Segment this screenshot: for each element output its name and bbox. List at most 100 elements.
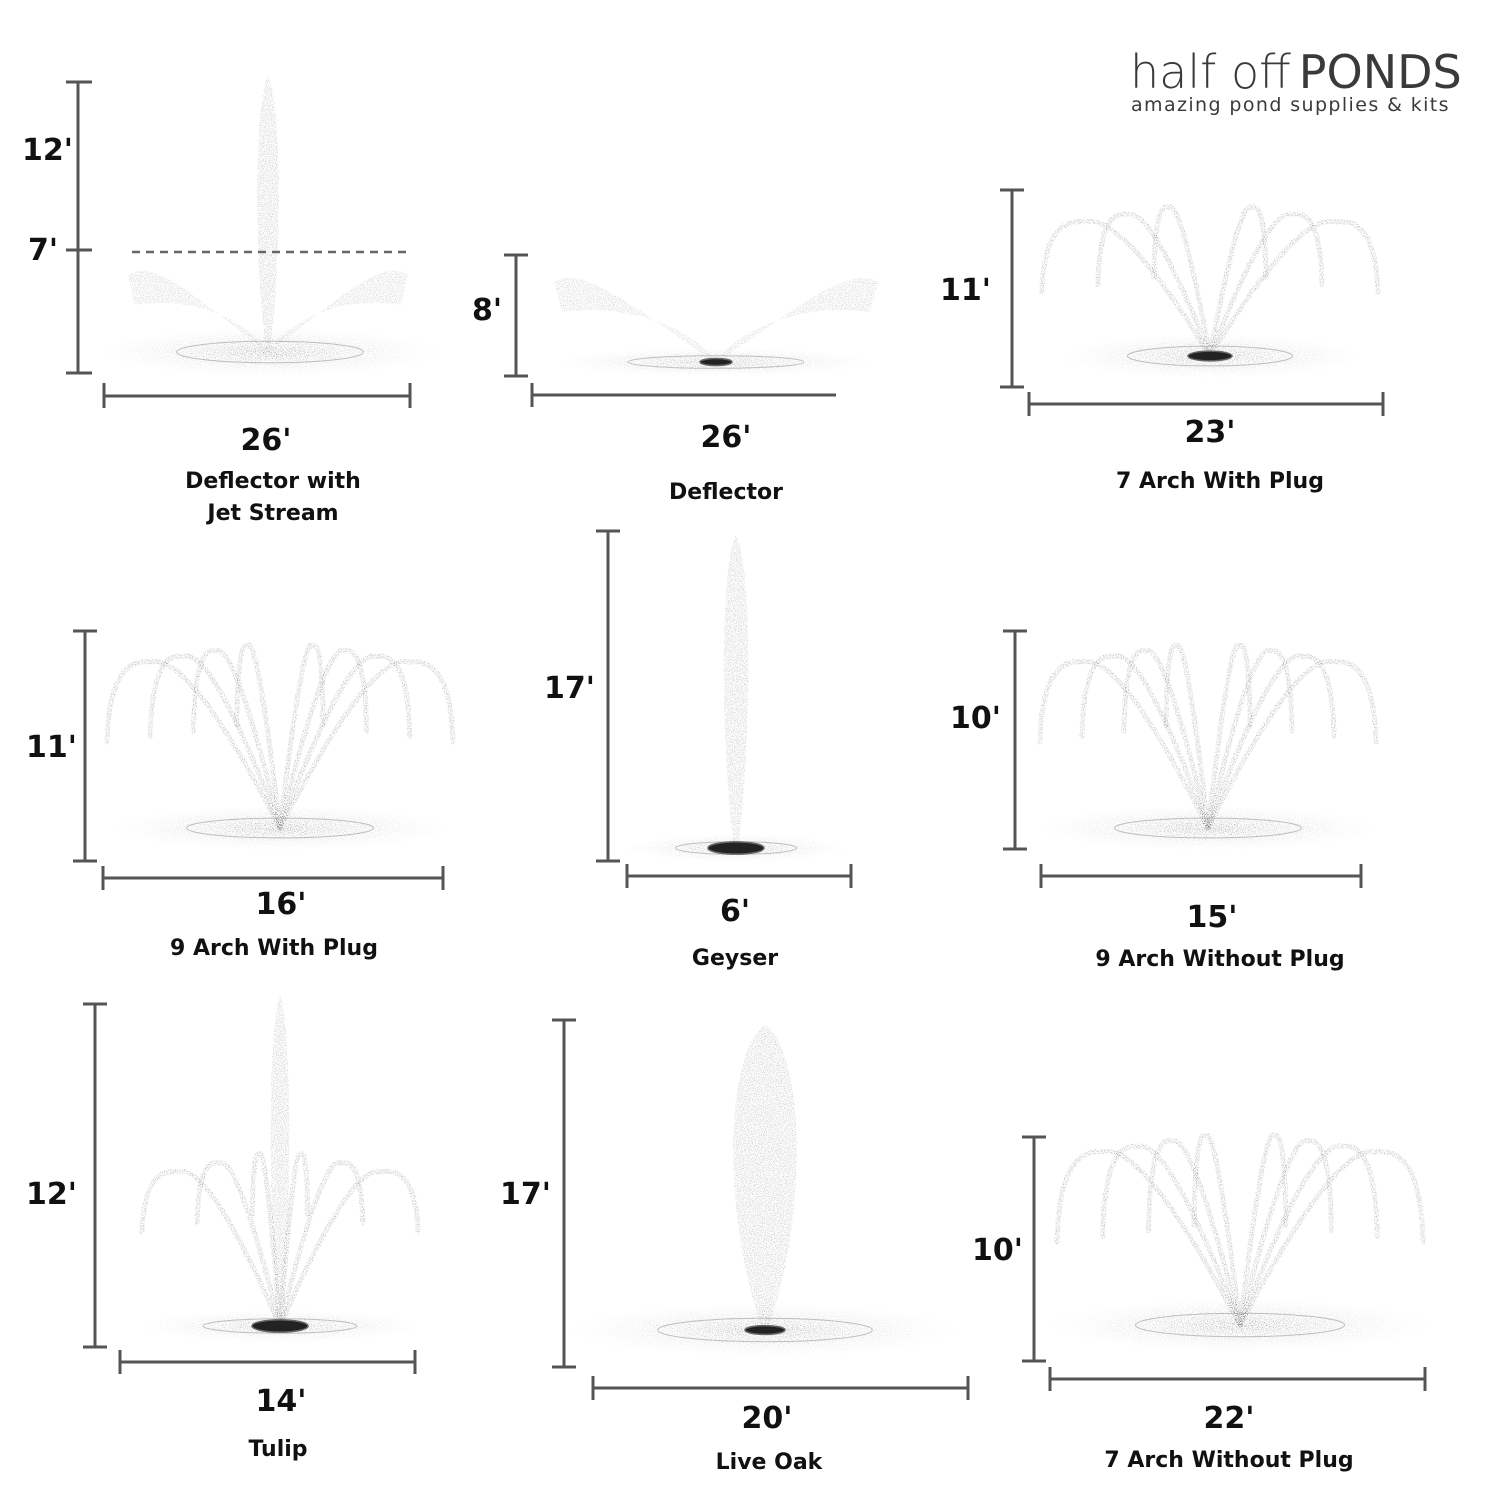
spray-arch-shape (1237, 1138, 1334, 1328)
pattern-name: Geyser (692, 946, 778, 971)
secondary-height-label: 7' (28, 233, 58, 268)
spray-arch-shape (1205, 642, 1253, 831)
spray-arch-shape (1054, 1149, 1243, 1328)
spray-arch-shape (1237, 1143, 1380, 1328)
height-dimension: 10' (950, 629, 1027, 851)
width-label: 15' (1187, 900, 1238, 935)
spray-arch-shape (139, 1168, 283, 1329)
width-label: 26' (241, 423, 292, 458)
width-label: 23' (1185, 415, 1236, 450)
spray-jet-shape (257, 75, 279, 352)
spray-arch-shape (277, 648, 369, 831)
pattern-name: 7 Arch With Plug (1116, 469, 1324, 494)
height-dimension: 11' (940, 188, 1024, 389)
spray-jet-shape (723, 535, 749, 848)
spray-arch-shape (1207, 218, 1381, 359)
pattern-name-line-2: Jet Stream (205, 501, 338, 526)
spray-arch-shape (234, 642, 283, 831)
spray-arch-shape (1037, 658, 1211, 831)
width-dimension: 15' (1039, 864, 1363, 935)
spray-arch-shape (191, 648, 283, 831)
spray-illustration (1039, 196, 1381, 378)
spray-arch-shape (1205, 658, 1379, 831)
height-dimension: 8' (472, 253, 528, 378)
width-dimension: 23' (1027, 392, 1385, 450)
spray-illustration (570, 1025, 960, 1356)
fountain-card-arch9-noplug: 10' 15' 9 Arch Without Plug (950, 629, 1379, 972)
height-dimension: 12' (26, 1002, 107, 1349)
water-ripple-shape (627, 355, 805, 369)
spray-arch-shape (277, 642, 326, 831)
fountain-card-deflector: 8' 26' Deflector (472, 253, 878, 505)
pattern-name: Deflector (669, 480, 783, 505)
pattern-name: Live Oak (716, 1450, 824, 1475)
nozzle-shape (251, 1319, 309, 1333)
spray-illustration (104, 637, 456, 850)
width-label: 14' (256, 1384, 307, 1419)
width-dimension: 6' (625, 864, 853, 929)
spray-arch-shape (1191, 1132, 1243, 1328)
height-label: 8' (472, 293, 502, 328)
spray-arch-shape (1121, 648, 1211, 831)
height-dimension: 17' (500, 1018, 576, 1369)
nozzle-shape (707, 841, 765, 855)
width-label: 6' (720, 894, 750, 929)
pattern-name: Tulip (248, 1437, 307, 1462)
spray-arch-shape (194, 1160, 283, 1329)
fountain-card-arch7-plug: 11' 23' 7 Arch With Plug (940, 188, 1385, 494)
spray-arch-shape (147, 653, 283, 831)
spray-arch-shape (277, 658, 456, 831)
width-dimension: 22' (1048, 1367, 1427, 1436)
height-dimension: 10' (972, 1135, 1046, 1363)
height-label: 10' (950, 701, 1001, 736)
width-dimension: 14' (118, 1350, 417, 1419)
fountain-card-tulip: 12' 14' Tulip (26, 995, 421, 1462)
width-dimension: 26' (530, 383, 836, 455)
spray-arch-shape (277, 1168, 421, 1329)
spray-fan-shape (128, 270, 408, 352)
fountain-card-geyser: 17' 6' Geyser (544, 529, 853, 971)
spray-illustration (139, 995, 421, 1342)
nozzle-shape (1187, 350, 1233, 362)
spray-arch-shape (1163, 642, 1211, 831)
spray-arch-shape (1205, 653, 1337, 831)
fountain-card-arch9-plug: 11' 16' 9 Arch With Plug (26, 629, 456, 961)
height-label: 17' (500, 1177, 551, 1212)
height-label: 11' (940, 273, 991, 308)
spray-illustration (1037, 637, 1379, 850)
spray-arch-shape (1207, 211, 1325, 359)
width-dimension: 26' (102, 383, 412, 458)
spray-jet-shape (270, 995, 290, 1326)
width-label: 20' (742, 1401, 793, 1436)
fountain-card-live-oak: 17' 20' Live Oak (500, 1018, 970, 1475)
spray-illustration (626, 535, 846, 862)
brand-tagline: amazing pond supplies & kits (1131, 94, 1450, 116)
spray-arch-shape (1079, 653, 1211, 831)
width-label: 22' (1204, 1401, 1255, 1436)
height-dimension: 17' (544, 529, 620, 863)
spray-arch-shape (1095, 211, 1213, 359)
pattern-name-line-1: Deflector with (185, 469, 361, 494)
height-label: 11' (26, 730, 77, 765)
fountain-card-deflector-jet: 12' 7' 26' Deflector with Jet Stream (22, 75, 440, 526)
spray-fan-shape (554, 278, 878, 362)
height-label: 10' (972, 1233, 1023, 1268)
spray-arch-shape (1151, 204, 1213, 359)
width-label: 16' (256, 887, 307, 922)
pattern-name: 9 Arch With Plug (170, 936, 378, 961)
brand-name-light: half off (1130, 45, 1291, 99)
width-dimension: 20' (591, 1376, 970, 1436)
nozzle-shape (744, 1324, 786, 1336)
height-label: 12' (26, 1177, 77, 1212)
height-dimension: 12' 7' (22, 80, 412, 375)
spray-arch-shape (1146, 1138, 1243, 1328)
width-label: 26' (701, 420, 752, 455)
spray-arch-shape (1205, 648, 1295, 831)
height-dimension: 11' (26, 629, 97, 863)
spray-jet-shape (733, 1025, 797, 1330)
height-label: 17' (544, 671, 595, 706)
spray-arch-shape (1237, 1149, 1426, 1328)
spray-arch-shape (1100, 1143, 1243, 1328)
